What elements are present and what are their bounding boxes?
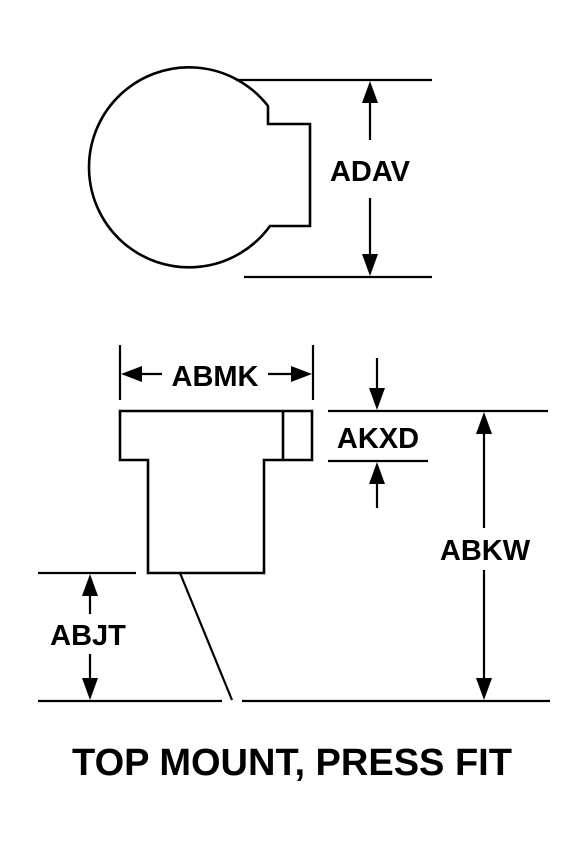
arrowhead-abmk-right <box>291 366 312 382</box>
arrowhead-akxd-up <box>369 462 385 484</box>
arrowhead-adav-down <box>362 254 378 276</box>
side-view-body <box>118 409 314 575</box>
dimension-akxd: AKXD <box>328 358 548 508</box>
dimension-label-akxd: AKXD <box>337 423 419 455</box>
dimension-label-abjt: ABJT <box>50 620 126 652</box>
arrowhead-abkw-down <box>476 678 492 700</box>
arrowhead-abjt-down <box>82 678 98 700</box>
drawing-title: TOP MOUNT, PRESS FIT <box>72 742 512 784</box>
side-view-lead-line <box>178 572 234 701</box>
dimension-abkw: ABKW <box>440 412 531 700</box>
arrowhead-abmk-left <box>121 366 142 382</box>
side-view <box>118 409 314 701</box>
top-view <box>87 66 312 269</box>
dimension-label-abkw: ABKW <box>440 535 531 567</box>
dimension-abmk: ABMK <box>118 345 315 400</box>
top-view-outline <box>87 66 312 269</box>
arrowhead-adav-up <box>362 81 378 103</box>
arrowhead-abjt-up <box>82 574 98 596</box>
arrowhead-akxd-down <box>369 388 385 410</box>
dimension-label-abmk: ABMK <box>172 361 259 393</box>
dimension-adav: ADAV <box>236 78 432 279</box>
dimension-label-adav: ADAV <box>330 156 411 188</box>
dimension-abjt: ABJT <box>38 571 136 700</box>
arrowhead-abkw-up <box>476 412 492 434</box>
